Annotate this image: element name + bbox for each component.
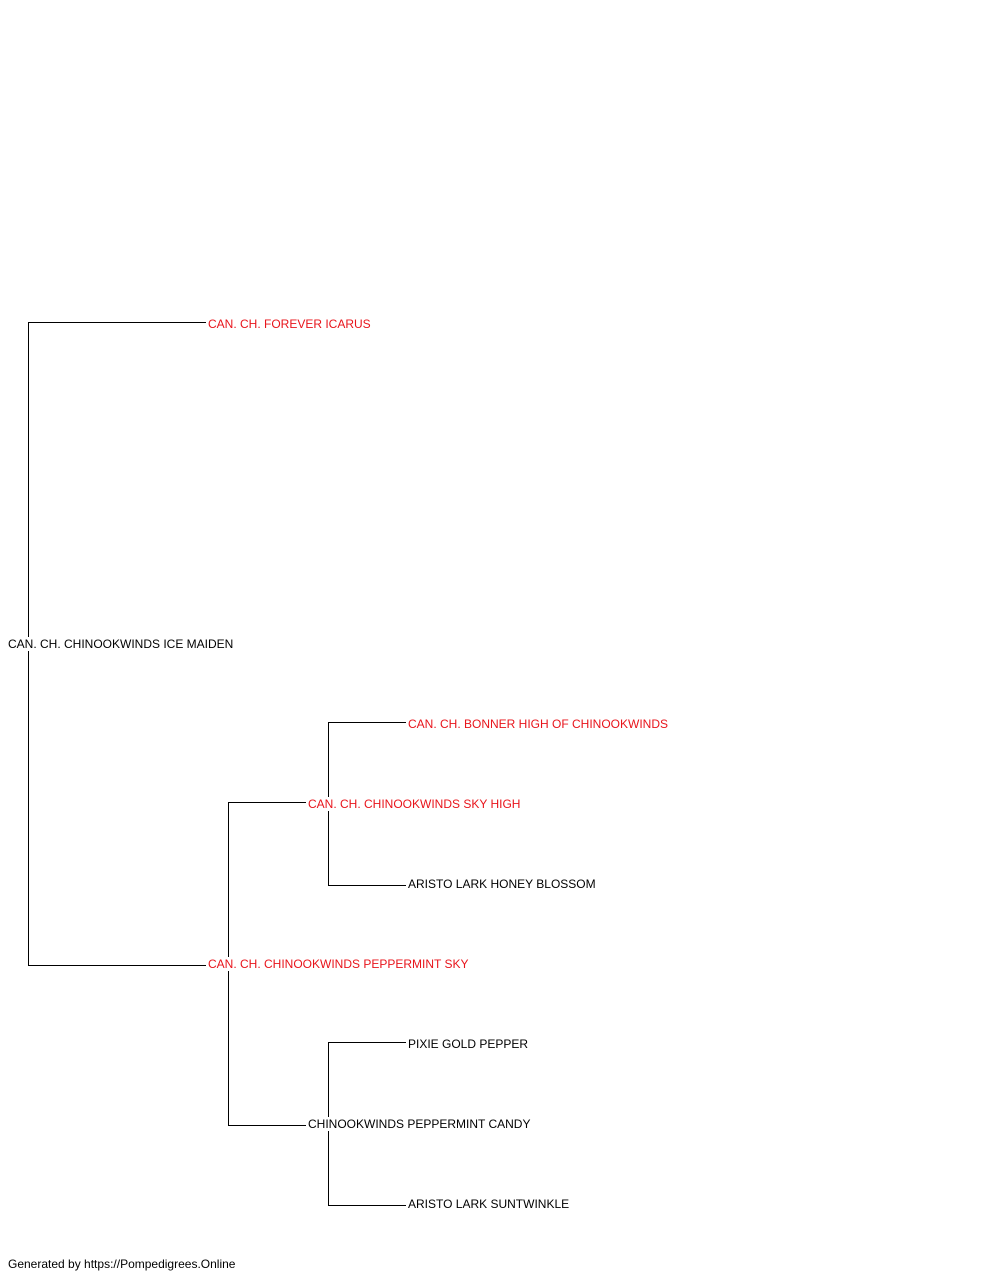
- dam-sire-sire-name: CAN. CH. BONNER HIGH OF CHINOOKWINDS: [408, 717, 669, 731]
- dam-dam-name: CHINOOKWINDS PEPPERMINT CANDY: [308, 1117, 531, 1131]
- generated-by-footer: Generated by https://Pompedigrees.Online: [8, 1257, 236, 1271]
- dam-sire-dam-name: ARISTO LARK HONEY BLOSSOM: [408, 877, 596, 891]
- subject-name: CAN. CH. CHINOOKWINDS ICE MAIDEN: [8, 637, 234, 651]
- dam-dam-dam-name: ARISTO LARK SUNTWINKLE: [408, 1197, 570, 1211]
- dam-name: CAN. CH. CHINOOKWINDS PEPPERMINT SKY: [208, 957, 469, 971]
- dam-sire-name: CAN. CH. CHINOOKWINDS SKY HIGH: [308, 797, 521, 811]
- dam-dam-sire-name: PIXIE GOLD PEPPER: [408, 1037, 529, 1051]
- sire-name: CAN. CH. FOREVER ICARUS: [208, 317, 371, 331]
